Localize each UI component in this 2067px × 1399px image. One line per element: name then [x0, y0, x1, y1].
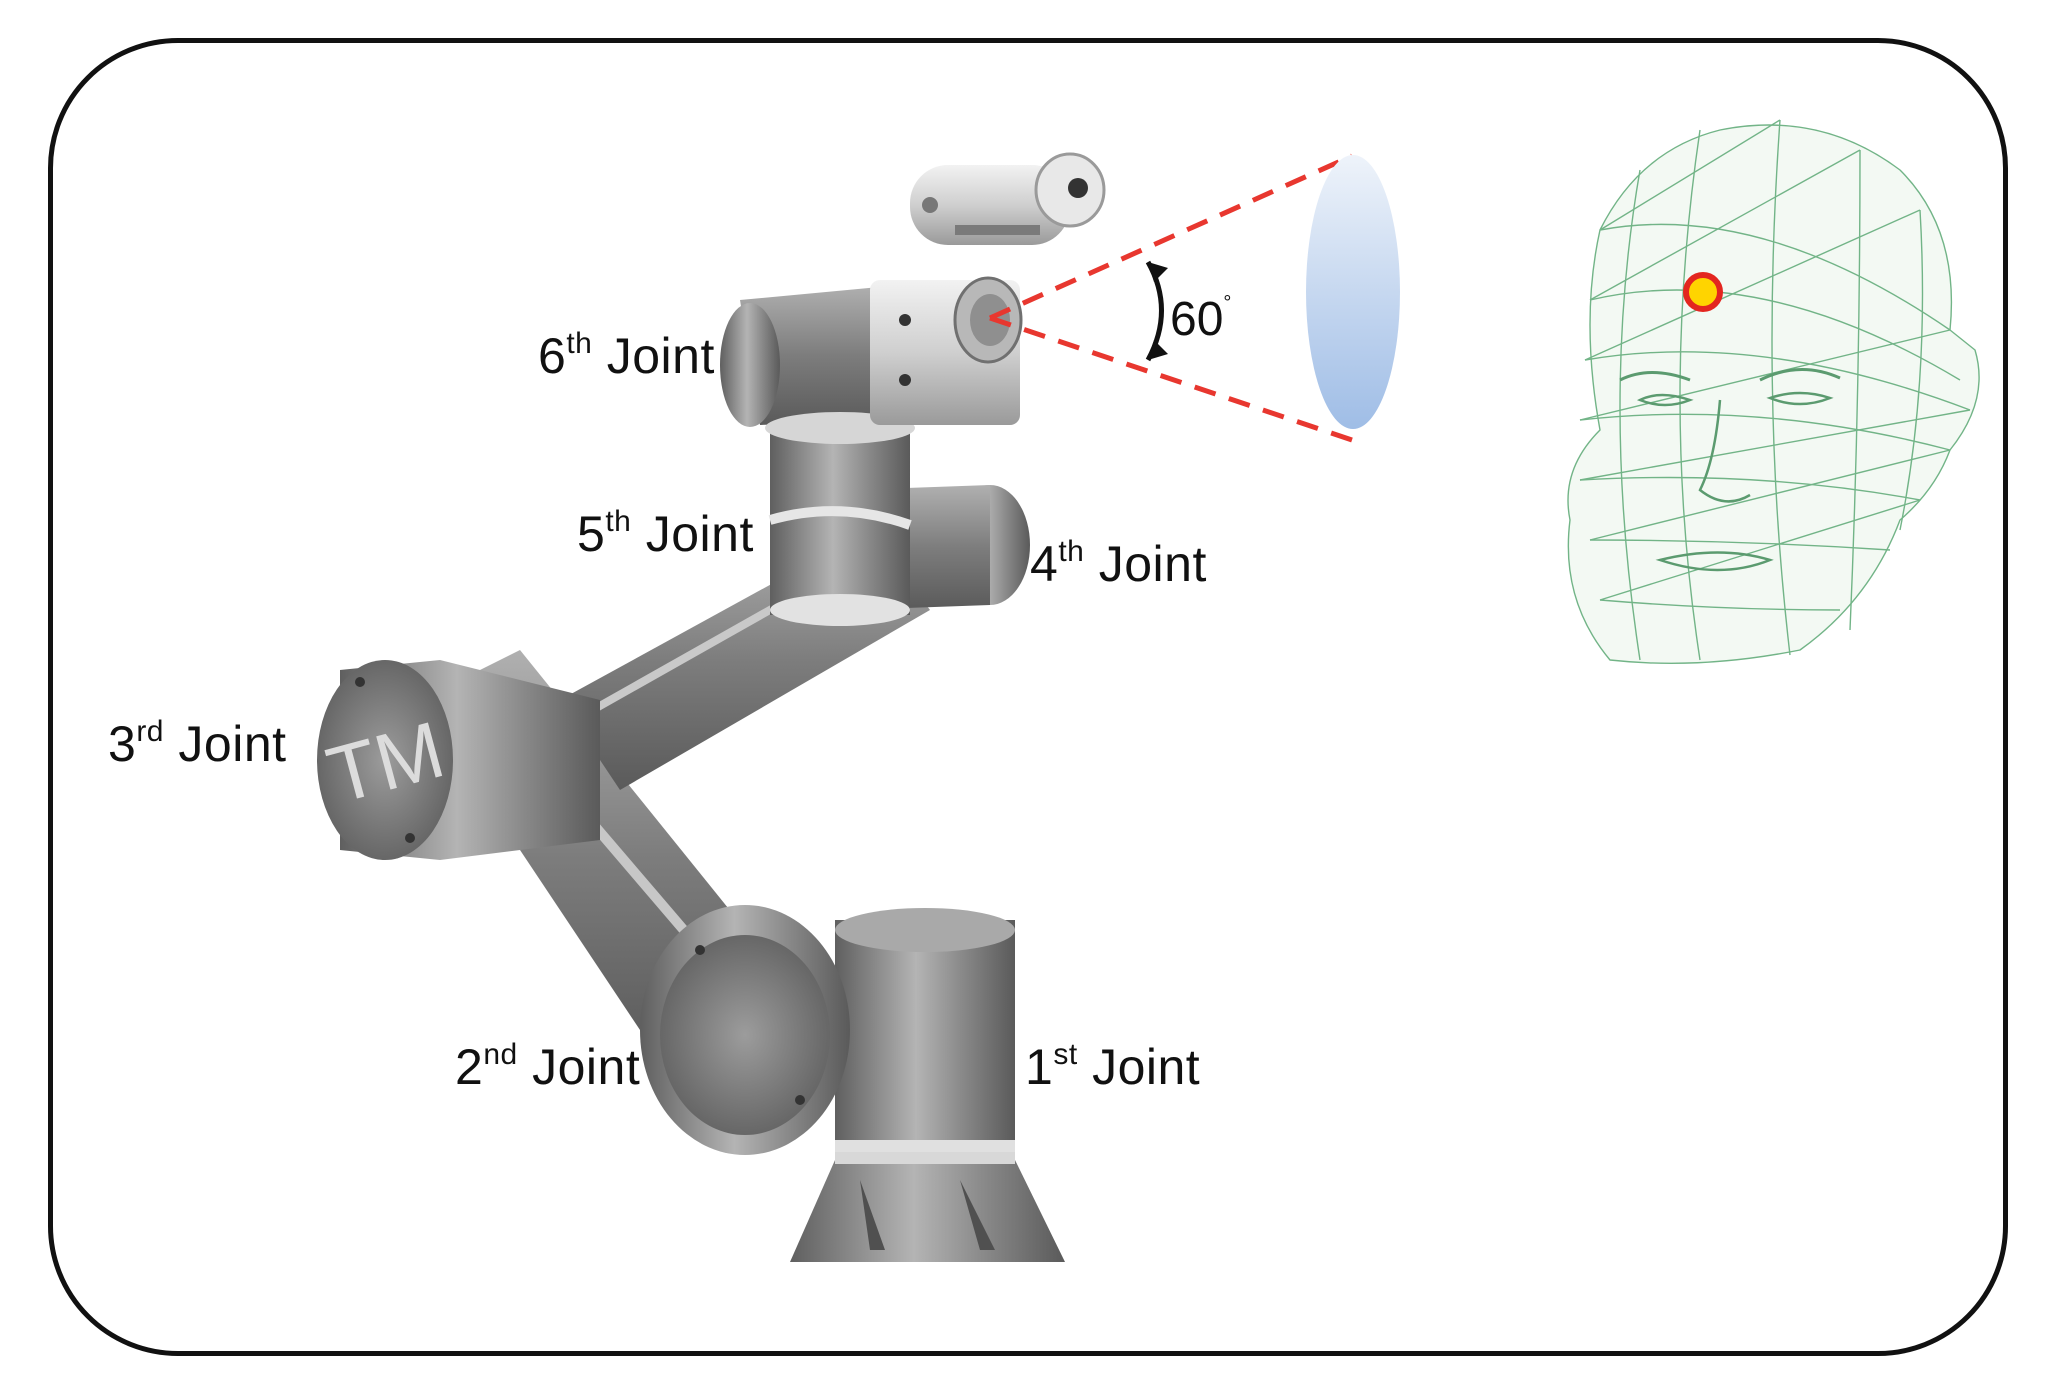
camera-field-of-view [988, 153, 1400, 443]
robot-joint-6-body [720, 276, 1023, 444]
joint-3-label: 3rd Joint [108, 715, 287, 772]
target-point-icon [1683, 272, 1723, 312]
robot-joint-3-body: TM [317, 660, 600, 860]
robot-joint-4-5-body [768, 425, 1030, 626]
joint-4-label: 4th Joint [1030, 535, 1207, 592]
double-headed-curved-arrow-icon [1145, 260, 1168, 362]
joint-1-label: 1st Joint [1025, 1038, 1201, 1095]
fov-angle-label: 60° [1170, 292, 1232, 346]
camera-body [910, 152, 1106, 245]
joint-6-label: 6th Joint [538, 327, 715, 384]
joint-5-label: 5th Joint [577, 505, 754, 562]
lens-ellipse [1306, 155, 1400, 429]
robot-base [790, 1148, 1065, 1262]
robot-joint-1-body [835, 908, 1015, 1152]
wireframe-face [1567, 119, 1980, 665]
robot-joint-2-body [640, 905, 850, 1155]
joint-2-label: 2nd Joint [455, 1038, 641, 1095]
